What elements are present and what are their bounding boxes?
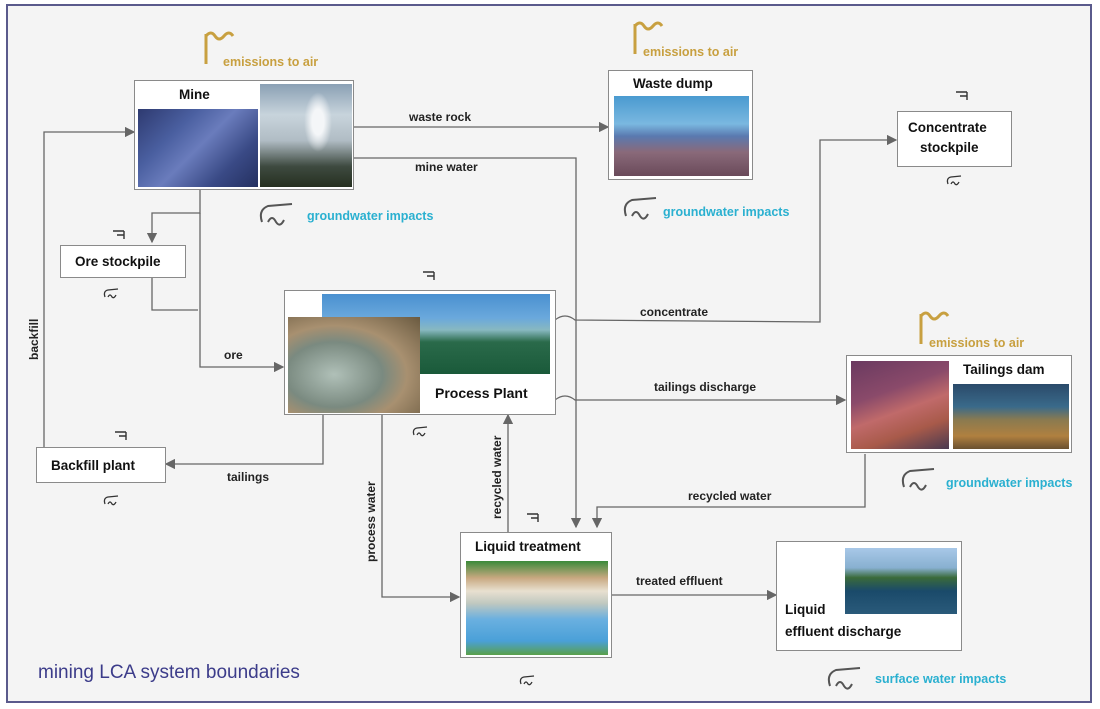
backfill-plant-box: Backfill plant (36, 447, 166, 483)
water-drop-hook-icon (901, 468, 935, 491)
concentrate-stockpile-title-1: Concentrate (908, 120, 987, 135)
water-drop-hook-icon (827, 667, 861, 690)
label-tailings-discharge: tailings discharge (654, 380, 757, 394)
waste-dump-title: Waste dump (633, 76, 713, 91)
waste-dump-photo (614, 96, 749, 176)
arrow-concentrate (554, 134, 898, 323)
smoke-flag-icon (919, 311, 950, 344)
liquid-treatment-box: Liquid treatment (460, 532, 612, 658)
surface-water-text: surface water impacts (875, 672, 1007, 686)
waste-output-icon (103, 495, 119, 506)
energy-input-icon (956, 91, 968, 100)
arrow-tailings-discharge (554, 394, 847, 406)
energy-input-icon (527, 513, 539, 522)
arrow-process-water (381, 415, 461, 603)
water-drop-hook-icon (623, 197, 657, 220)
process-plant-title: Process Plant (435, 385, 528, 401)
label-ore: ore (224, 348, 243, 362)
label-process-water: process water (364, 481, 378, 562)
arrow-mine-water (353, 157, 582, 529)
arrow-recycled-water (591, 454, 866, 529)
tailings-dam-photo-2 (953, 384, 1069, 449)
liquid-effluent-discharge-box: Liquid effluent discharge (776, 541, 962, 651)
label-tailings: tailings (227, 470, 270, 484)
arrow-tailings (164, 415, 324, 470)
tailings-dam-photo-1 (851, 361, 949, 449)
energy-input-icon (115, 431, 127, 440)
waste-output-icon (103, 288, 119, 299)
mine-box: Mine (134, 80, 354, 190)
backfill-plant-title: Backfill plant (51, 458, 136, 473)
mine-shaft-photo (260, 84, 352, 187)
ore-stockpile-title: Ore stockpile (75, 254, 161, 269)
smoke-flag-icon (633, 21, 664, 54)
liquid-effluent-title-2: effluent discharge (785, 624, 902, 639)
concentrate-stockpile-box: Concentrate stockpile (897, 111, 1012, 167)
emissions-waste-text: emissions to air (643, 45, 739, 59)
mine-pit-photo (138, 109, 258, 187)
energy-input-icon (423, 271, 435, 280)
groundwater-tailings-text: groundwater impacts (946, 476, 1073, 490)
process-plant-photo-thickener (288, 317, 420, 413)
concentrate-stockpile-title-2: stockpile (920, 140, 979, 155)
waste-output-icon (519, 675, 535, 686)
label-recycled-water-vertical: recycled water (490, 435, 504, 519)
groundwater-waste-text: groundwater impacts (663, 205, 790, 219)
arrow-stockpile-plant (151, 278, 198, 311)
process-plant-box: Process Plant (284, 290, 556, 415)
label-concentrate: concentrate (640, 305, 709, 319)
waste-output-icon (946, 175, 962, 186)
diagram-caption: mining LCA system boundaries (38, 662, 300, 683)
tailings-dam-title: Tailings dam (963, 362, 1045, 377)
tailings-dam-box: Tailings dam (846, 355, 1072, 453)
arrow-ore (199, 213, 285, 373)
waste-output-icon (412, 426, 428, 437)
smoke-flag-icon (204, 31, 235, 64)
emissions-mine-text: emissions to air (223, 55, 319, 69)
emissions-tailings-text: emissions to air (929, 336, 1025, 350)
label-backfill: backfill (27, 318, 41, 360)
liquid-treatment-title: Liquid treatment (475, 539, 581, 554)
mine-title: Mine (179, 87, 210, 102)
waste-dump-box: Waste dump (608, 70, 753, 180)
label-treated-effluent: treated effluent (636, 574, 723, 588)
energy-input-icon (113, 230, 125, 239)
label-waste-rock: waste rock (409, 110, 472, 124)
water-drop-hook-icon (259, 203, 293, 226)
arrow-backfill (43, 126, 136, 447)
ore-stockpile-box: Ore stockpile (60, 245, 186, 278)
groundwater-mine-text: groundwater impacts (307, 209, 434, 223)
liquid-treatment-photo (466, 561, 608, 655)
liquid-effluent-photo (845, 548, 957, 614)
liquid-effluent-title-1: Liquid (785, 602, 826, 617)
label-recycled-water: recycled water (688, 489, 772, 503)
arrow-mine-ore-stockpile (146, 190, 201, 244)
label-mine-water: mine water (415, 160, 478, 174)
